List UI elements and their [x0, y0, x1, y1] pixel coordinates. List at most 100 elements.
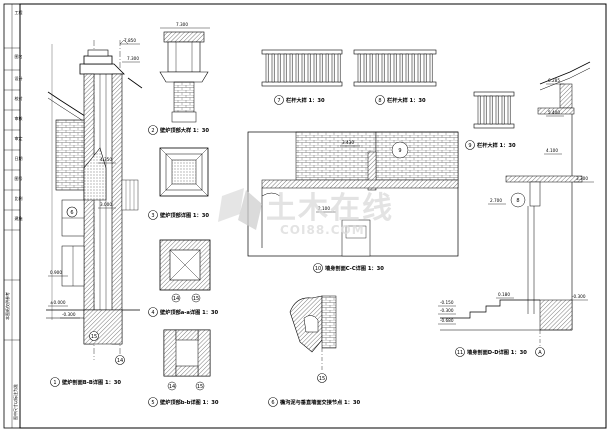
detail-caption: 墙身剖面C-C详图 1：30 — [325, 264, 384, 272]
watermark: 土木在线 COI88.COM — [218, 188, 392, 237]
detail-number-bubble — [313, 263, 323, 273]
baluster — [495, 95, 499, 125]
axis-bubble — [115, 355, 125, 365]
detail-caption: 壁炉顶部大样 1：30 — [160, 126, 209, 134]
detail-chimney-section-bb: 7.850 7.300 4.350 3.000 0.900 ±0.000 -0.… — [46, 38, 143, 387]
detail-railing-8: 8 栏杆大样 1：30 — [353, 49, 437, 105]
detail-number: 10 — [315, 266, 321, 272]
title-block-cell: 建施 — [15, 215, 23, 221]
detail-number-bubble — [50, 377, 60, 387]
baluster — [301, 53, 305, 83]
axis-bubble-label: 15 — [197, 384, 203, 390]
detail-caption: 栏杆大样 1：30 — [387, 96, 426, 104]
detail-caption: 壁炉顶部a-a详图 1：30 — [160, 308, 218, 316]
elevation-label: -0.680 — [440, 318, 454, 323]
detail-chimney-top-bb: 14 15 5 壁炉顶部b-b详图 1：30 — [148, 329, 219, 407]
axis-bubble-label: A — [538, 350, 542, 356]
detail-number: 11 — [457, 350, 463, 356]
elevation-label: 7.300 — [176, 22, 188, 27]
detail-caption: 栏杆大样 1：30 — [286, 96, 325, 104]
detail-wall-section-dd: 6.285 5.400 4.100 3.300 2.700 0.180 -0.1… — [438, 61, 594, 357]
baluster — [411, 53, 415, 83]
detail-wall-section-cc: 3.430 2.100 9 10 墙身剖面C-C详图 1：30 — [247, 131, 459, 273]
axis-bubble-label: 14 — [169, 384, 175, 390]
baluster — [307, 53, 311, 83]
axis-bubble — [167, 381, 177, 391]
elevation-label: -0.150 — [440, 300, 454, 305]
baluster — [477, 95, 481, 125]
detail-eave-gutter-node: 15 6 檐沟泥与垂直墙面交接节点 1：30 — [268, 295, 360, 407]
detail-railing-9: 9 栏杆大样 1：30 — [465, 91, 516, 150]
detail-number-bubble — [148, 307, 158, 317]
detail-number: 6 — [271, 400, 274, 406]
baluster — [507, 95, 511, 125]
detail-number: 5 — [151, 400, 154, 406]
detail-caption: 壁炉顶部详图 1：30 — [160, 211, 209, 219]
title-block-cell: 审定 — [15, 135, 23, 141]
detail-number-bubble — [375, 95, 385, 105]
title-block-cell: 比例 — [15, 195, 23, 201]
detail-callout-bubble — [66, 206, 78, 218]
title-block-cell: 工程 — [15, 9, 23, 15]
axis-bubble — [195, 381, 205, 391]
axis-bubble — [535, 347, 545, 357]
elevation-label: -0.300 — [572, 294, 586, 299]
detail-number: 4 — [151, 310, 154, 316]
elevation-label: 2.100 — [318, 206, 330, 211]
title-block-note: 图中尺寸以标注为准 — [12, 384, 18, 420]
title-block-cell: 日期 — [15, 155, 23, 161]
axis-bubble — [191, 293, 201, 303]
baluster — [417, 53, 421, 83]
elevation-label: 0.900 — [50, 270, 62, 275]
detail-number-bubble — [455, 347, 465, 357]
detail-number: 2 — [151, 128, 154, 134]
elevation-label: 5.400 — [548, 110, 560, 115]
detail-number: 8 — [378, 98, 381, 104]
baluster — [363, 53, 367, 83]
baluster — [271, 53, 275, 83]
title-block-cell: 审核 — [15, 115, 23, 121]
title-block-note: 本图纸仅供参考 — [4, 292, 10, 320]
detail-chimney-top-aa: 14 15 4 壁炉顶部a-a详图 1：30 — [148, 239, 218, 317]
baluster — [399, 53, 403, 83]
detail-caption: 壁炉剖面B-B详图 1：30 — [62, 378, 121, 386]
baluster — [313, 53, 317, 83]
axis-bubble-label: 15 — [193, 296, 199, 302]
detail-caption: 壁炉顶部b-b详图 1：30 — [160, 398, 219, 406]
detail-number-bubble — [148, 397, 158, 407]
title-block-cell: 图名 — [15, 53, 23, 59]
elevation-label: 3.300 — [576, 176, 588, 181]
baluster — [405, 53, 409, 83]
baluster — [337, 53, 341, 83]
detail-caption: 檐沟泥与垂直墙面交接节点 1：30 — [280, 398, 360, 406]
elevation-label: 0.180 — [498, 292, 510, 297]
elevation-label: 7.300 — [127, 56, 139, 61]
baluster — [429, 53, 433, 83]
baluster — [393, 53, 397, 83]
elevation-label: 3.000 — [100, 202, 112, 207]
axis-bubble-label: 14 — [117, 358, 123, 364]
detail-chimney-cap: 7.300 2 壁炉顶部大样 1：30 — [148, 22, 210, 135]
axis-bubble — [317, 373, 327, 383]
baluster — [325, 53, 329, 83]
baluster — [295, 53, 299, 83]
axis-bubble — [89, 331, 99, 341]
detail-chimney-top-plan: 3 壁炉顶部详图 1：30 — [148, 147, 209, 220]
elevation-label: 7.850 — [124, 38, 136, 43]
baluster — [483, 95, 487, 125]
title-block-cell: 校对 — [15, 95, 23, 101]
detail-callout-bubble — [391, 141, 409, 159]
detail-caption: 栏杆大样 1：30 — [477, 141, 516, 149]
elevation-label: 4.350 — [100, 157, 112, 162]
elevation-label: 3.430 — [342, 140, 354, 145]
baluster — [283, 53, 287, 83]
detail-number: 1 — [53, 380, 56, 386]
baluster — [331, 53, 335, 83]
detail-number-bubble — [274, 95, 284, 105]
watermark-logo-icon — [218, 188, 262, 230]
elevation-label: -0.300 — [62, 312, 76, 317]
detail-number-bubble — [148, 210, 158, 220]
detail-callout-bubble — [510, 192, 526, 208]
baluster — [423, 53, 427, 83]
detail-number: 3 — [151, 213, 154, 219]
